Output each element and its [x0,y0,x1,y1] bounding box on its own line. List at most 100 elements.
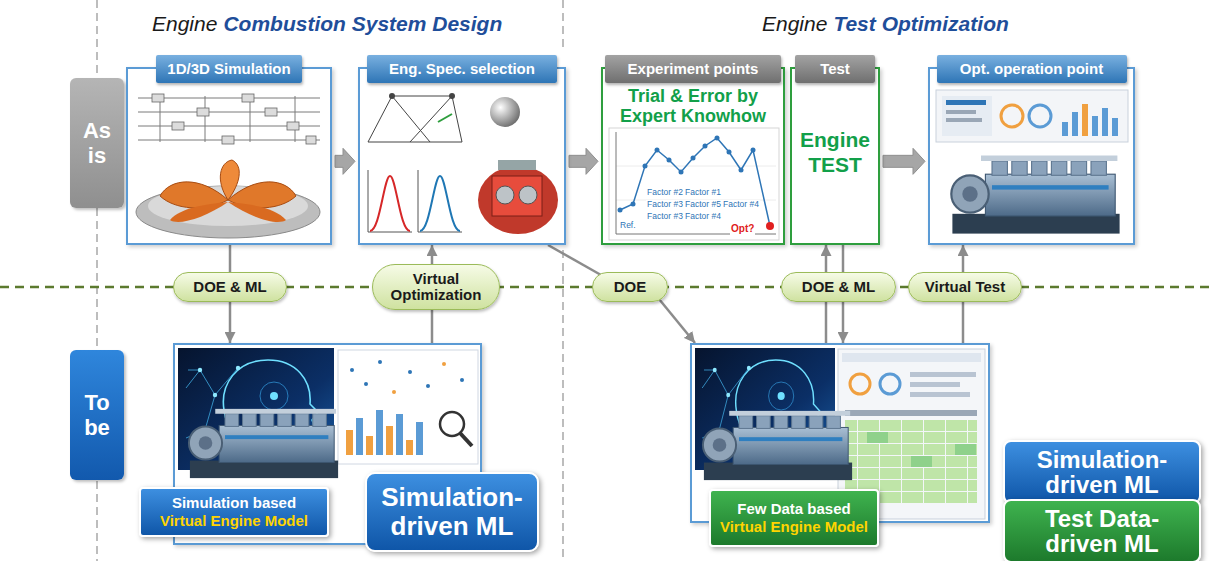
virtual-engine-illustration [338,350,478,464]
flow-connector [842,245,845,272]
simulation-illustration [222,136,234,144]
chart-label: Factor #2 [646,188,684,198]
flow-connector [548,245,601,275]
virtual-engine-illustration [392,390,396,394]
pill-label: DOE & ML [193,279,266,296]
operation-illustration [936,90,1128,234]
few-data-illustration [867,432,888,443]
process-panel: TestEngine TEST [790,67,880,245]
spec-illustration [370,176,410,231]
few-data-illustration [842,353,981,362]
spec-illustration [478,166,558,234]
trial-chart [727,150,732,155]
virtual-engine-illustration [386,426,393,455]
box-text: Simulation-driven ML [373,483,531,540]
few-data-illustration [910,372,976,377]
spec-illustration [496,186,514,204]
ml-box: Simulation-driven ML [1003,440,1201,504]
virtual-engine-illustration [189,409,338,478]
spec-illustration [368,96,462,142]
operation-illustration [951,156,1119,234]
process-panel: Opt. operation point [928,67,1135,245]
label-anchor: Opt? [730,218,755,236]
flow-connector [842,302,845,343]
guide-line [562,250,564,561]
chart-label: Factor #3 [646,200,684,210]
flow-connector [229,302,232,343]
spec-illustration [438,114,452,122]
trial-chart [703,144,708,149]
virtual-engine-illustration [460,378,464,382]
simulation-illustration [170,202,228,222]
simulation-illustration [172,122,184,130]
virtual-engine-illustration [350,368,354,372]
box-text: Test Data-driven ML [1011,506,1193,556]
virtual-engine-illustration [364,382,368,386]
simulation-illustration [197,108,209,116]
flow-connector [825,302,828,343]
box-text: Simulation based [172,494,296,512]
simulation-illustration [306,136,316,144]
spec-illustration [449,93,455,99]
tab-heading: Opt. operation point [937,55,1127,83]
block-arrow [883,148,925,174]
trial-chart [609,128,779,240]
trial-chart [618,208,623,213]
method-pill: DOE [592,272,668,302]
virtual-engine-illustration [346,430,353,455]
operation-illustration [946,110,976,114]
simulation-illustration [152,94,164,102]
trial-chart [643,164,648,169]
method-pill: Virtual Optimization [372,264,500,310]
block-arrow [569,148,598,174]
virtual-engine-illustration [396,414,403,455]
chart-label: Ref. [619,221,637,231]
simulation-illustration [228,202,286,222]
operation-illustration [946,100,986,105]
pill-label: DOE & ML [802,279,875,296]
simulation-illustration [242,94,254,102]
tab-heading: 1D/3D Simulation [156,55,302,83]
process-panel: 1D/3D Simulation [126,67,332,245]
simulation-illustration [220,160,239,200]
virtual-engine-illustration [440,412,464,436]
spec-illustration [490,97,520,127]
spec-illustration [368,170,462,232]
label-anchor: Ref. [619,214,637,232]
trial-chart [751,148,756,153]
panel-note: Engine TEST [793,127,877,177]
label-anchor: Factor #2 [646,181,684,199]
virtual-engine-illustration [408,370,412,374]
label-anchor: Test Optimization [833,12,1008,36]
guide-line [562,0,564,52]
section-heading: Engine [762,12,827,36]
few-data-illustration [850,374,870,394]
operation-illustration [1092,116,1098,136]
flow-connector [825,245,828,272]
virtual-engine-illustration [178,348,478,478]
operation-illustration [1072,112,1078,136]
block-arrow [335,148,355,174]
section-heading: Engine [152,12,217,36]
operation-illustration [942,96,992,136]
spec-illustration [492,176,542,216]
box-text: Simulation-driven ML [1011,447,1193,497]
stage-box: To be [70,350,124,480]
process-panel: Eng. Spec. selection [358,67,566,245]
section-heading: Test Optimization [833,12,1008,36]
spec-illustration [389,93,395,99]
few-data-illustration [911,456,932,467]
stage-box: As is [70,78,124,208]
few-data-illustration [910,392,970,397]
flow-connector [962,245,965,272]
trial-chart [739,168,744,173]
tab-heading: Test [795,55,875,83]
few-data-illustration [910,382,960,387]
trial-chart [609,128,779,240]
method-pill: DOE & ML [781,272,896,302]
few-data-illustration [703,411,852,480]
few-data-illustration [880,374,900,394]
trial-chart [631,202,636,207]
